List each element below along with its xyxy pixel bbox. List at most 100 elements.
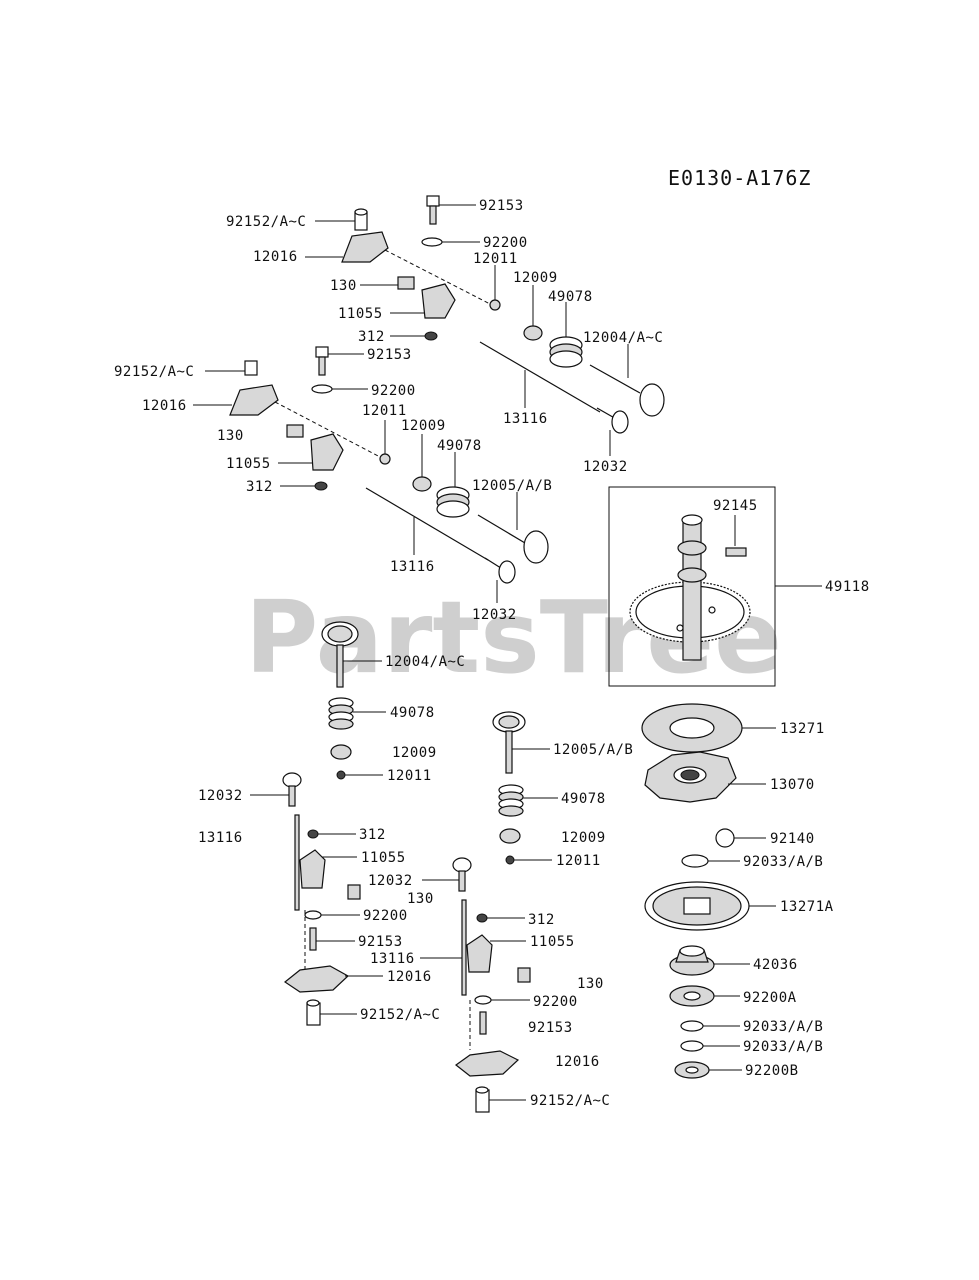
label-312-c[interactable]: 312 [359, 827, 386, 843]
label-12009-b[interactable]: 12009 [401, 418, 446, 434]
label-12032-b[interactable]: 12032 [472, 607, 517, 623]
label-12016-a[interactable]: 12016 [253, 249, 298, 265]
label-92145[interactable]: 92145 [713, 498, 758, 514]
label-13116-c[interactable]: 13116 [198, 830, 243, 846]
label-13116-b[interactable]: 13116 [390, 559, 435, 575]
part-92033-circlip-c[interactable] [680, 1040, 704, 1052]
label-12005-b[interactable]: 12005/A/B [553, 742, 633, 758]
label-42036[interactable]: 42036 [753, 957, 798, 973]
label-11055-c[interactable]: 11055 [361, 850, 406, 866]
label-12011-c[interactable]: 12011 [387, 768, 432, 784]
part-12005-valve-mid[interactable] [477, 514, 549, 564]
part-92152-pivot-center[interactable] [475, 1086, 490, 1113]
part-92153-bolt-center[interactable] [479, 1011, 487, 1035]
part-11055-guide-left[interactable] [299, 849, 326, 889]
part-49078-spring-center[interactable] [498, 784, 524, 817]
part-130-bolt-left[interactable] [347, 884, 361, 900]
part-130-bolt-mid[interactable] [286, 424, 304, 438]
label-92140[interactable]: 92140 [770, 831, 815, 847]
label-92033-b[interactable]: 92033/A/B [743, 1019, 823, 1035]
part-13116-pushrod-upper[interactable] [479, 341, 601, 413]
label-49078-a[interactable]: 49078 [548, 289, 593, 305]
part-130-bolt-center[interactable] [517, 967, 531, 983]
label-13116-a[interactable]: 13116 [503, 411, 548, 427]
label-92200-d[interactable]: 92200 [533, 994, 578, 1010]
part-12016-rocker-arm-center[interactable] [454, 1050, 520, 1077]
part-12011-cap-upper[interactable] [489, 299, 501, 311]
part-92152-pivot-mid[interactable] [244, 360, 258, 376]
label-92153-a[interactable]: 92153 [479, 198, 524, 214]
label-92152-b[interactable]: 92152/A~C [114, 364, 194, 380]
part-12009-seal-upper[interactable] [523, 325, 543, 341]
part-12032-tappet-left[interactable] [282, 772, 302, 807]
part-12009-seal-left[interactable] [330, 744, 352, 760]
label-92033-c[interactable]: 92033/A/B [743, 1039, 823, 1055]
label-92153-c[interactable]: 92153 [358, 934, 403, 950]
part-12032-tappet-upper[interactable] [596, 407, 629, 434]
label-49078-b[interactable]: 49078 [437, 438, 482, 454]
label-12009-c[interactable]: 12009 [392, 745, 437, 761]
label-12004-a[interactable]: 12004/A~C [583, 330, 663, 346]
label-12032-c[interactable]: 12032 [198, 788, 243, 804]
label-13116-d[interactable]: 13116 [370, 951, 415, 967]
label-92200-a[interactable]: 92200 [483, 235, 528, 251]
part-92153-bolt-left[interactable] [309, 927, 317, 951]
part-312-nut-upper[interactable] [424, 331, 438, 341]
part-312-nut-mid[interactable] [314, 481, 328, 491]
part-13116-pushrod-center[interactable] [461, 899, 467, 996]
part-13271a-governor-disc[interactable] [644, 881, 750, 931]
label-130-b[interactable]: 130 [217, 428, 244, 444]
part-12016-rocker-arm-upper[interactable] [341, 231, 389, 263]
part-13116-pushrod-mid[interactable] [365, 487, 489, 561]
part-12011-cap-left[interactable] [336, 770, 346, 780]
label-92153-b[interactable]: 92153 [367, 347, 412, 363]
part-49078-spring-mid[interactable] [436, 486, 470, 518]
label-12016-d[interactable]: 12016 [555, 1054, 600, 1070]
label-92152-a[interactable]: 92152/A~C [226, 214, 306, 230]
part-92200-washer-center[interactable] [474, 995, 492, 1005]
part-92200-washer-mid[interactable] [311, 384, 333, 394]
label-13271[interactable]: 13271 [780, 721, 825, 737]
label-92200-c[interactable]: 92200 [363, 908, 408, 924]
part-92200a-washer[interactable] [669, 985, 715, 1007]
label-92033-a[interactable]: 92033/A/B [743, 854, 823, 870]
label-12032-d[interactable]: 12032 [368, 873, 413, 889]
label-13271a[interactable]: 13271A [780, 899, 834, 915]
part-42036-shaft-collar[interactable] [669, 945, 715, 976]
label-12011-b[interactable]: 12011 [362, 403, 407, 419]
part-92153-bolt-mid[interactable] [315, 346, 329, 376]
label-49078-d[interactable]: 49078 [561, 791, 606, 807]
part-12032-tappet-center[interactable] [452, 857, 472, 892]
label-312-d[interactable]: 312 [528, 912, 555, 928]
part-12009-seal-mid[interactable] [412, 476, 432, 492]
part-312-nut-left[interactable] [307, 829, 319, 839]
label-11055-b[interactable]: 11055 [226, 456, 271, 472]
part-12032-tappet-mid[interactable] [484, 557, 516, 584]
label-312-b[interactable]: 312 [246, 479, 273, 495]
part-92200b-washer[interactable] [674, 1061, 710, 1079]
label-92153-d[interactable]: 92153 [528, 1020, 573, 1036]
part-12016-rocker-arm-left[interactable] [283, 965, 350, 993]
part-12016-rocker-arm-mid[interactable] [229, 384, 279, 416]
label-130-c[interactable]: 130 [407, 891, 434, 907]
label-12009-a[interactable]: 12009 [513, 270, 558, 286]
camshaft-gear[interactable] [629, 514, 751, 661]
part-92140-ball[interactable] [715, 828, 735, 848]
label-92152-d[interactable]: 92152/A~C [530, 1093, 610, 1109]
label-11055-a[interactable]: 11055 [338, 306, 383, 322]
label-92200a[interactable]: 92200A [743, 990, 797, 1006]
part-49078-spring-upper[interactable] [549, 336, 583, 368]
part-11055-guide-upper[interactable] [421, 283, 456, 319]
label-13070[interactable]: 13070 [770, 777, 815, 793]
label-12016-b[interactable]: 12016 [142, 398, 187, 414]
label-12009-d[interactable]: 12009 [561, 830, 606, 846]
part-92152-pivot-left[interactable] [306, 999, 321, 1026]
part-49078-spring-left[interactable] [328, 697, 354, 730]
part-92033-circlip-a[interactable] [681, 854, 709, 868]
label-11055-d[interactable]: 11055 [530, 934, 575, 950]
label-12032-a[interactable]: 12032 [583, 459, 628, 475]
label-92152-c[interactable]: 92152/A~C [360, 1007, 440, 1023]
part-92033-circlip-b[interactable] [680, 1020, 704, 1032]
part-13271-governor-disc[interactable] [641, 703, 743, 753]
part-92200-washer-upper[interactable] [421, 237, 443, 247]
